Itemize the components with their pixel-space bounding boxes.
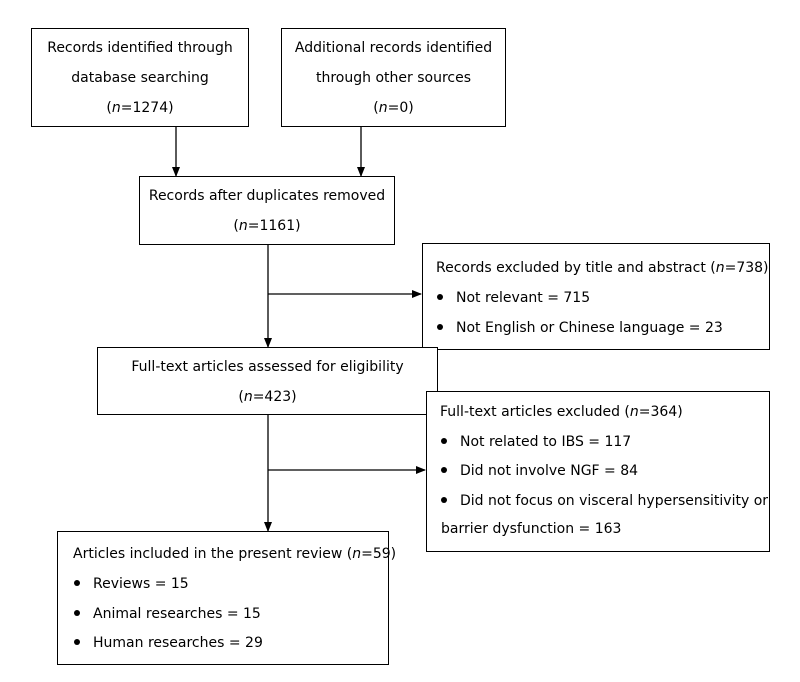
dedup-line1: Records after duplicates removed (148, 188, 386, 204)
excluded-fulltext-item: Did not focus on visceral hypersensitivi… (441, 493, 768, 509)
bullet-dot (74, 580, 80, 586)
other-sources-line2: through other sources (316, 70, 471, 86)
excluded-fulltext-item-continuation: barrier dysfunction = 163 (441, 521, 622, 537)
excluded-title-item: Not English or Chinese language = 23 (437, 320, 723, 336)
other-sources-box: Additional records identified through ot… (281, 28, 506, 127)
excluded-fulltext-item: Did not involve NGF = 84 (441, 463, 638, 479)
bullet-dot (74, 610, 80, 616)
bullet-dot (74, 639, 80, 645)
other-sources-line1: Additional records identified (294, 40, 493, 56)
db-search-box: Records identified through database sear… (31, 28, 249, 127)
dedup-count: (n=1161) (233, 218, 301, 234)
bullet-dot (441, 438, 447, 444)
included-header: Articles included in the present review … (73, 546, 397, 562)
fulltext-line1: Full-text articles assessed for eligibil… (131, 359, 404, 375)
excluded-title-header: Records excluded by title and abstract (… (436, 260, 769, 276)
excluded-title-box: Records excluded by title and abstract (… (422, 243, 770, 350)
included-item: Human researches = 29 (74, 635, 263, 651)
included-item: Animal researches = 15 (74, 606, 261, 622)
other-sources-count: (n=0) (373, 100, 414, 116)
bullet-dot (441, 497, 447, 503)
fulltext-box: Full-text articles assessed for eligibil… (97, 347, 438, 415)
db-search-count: (n=1274) (106, 100, 174, 116)
excluded-fulltext-header: Full-text articles excluded (n=364) (440, 404, 683, 420)
bullet-dot (437, 294, 443, 300)
fulltext-count: (n=423) (238, 389, 297, 405)
db-search-line1: Records identified through (47, 40, 233, 56)
bullet-dot (437, 324, 443, 330)
dedup-box: Records after duplicates removed (n=1161… (139, 176, 395, 245)
bullet-dot (441, 467, 447, 473)
excluded-title-item: Not relevant = 715 (437, 290, 590, 306)
db-search-line2: database searching (71, 70, 209, 86)
included-item: Reviews = 15 (74, 576, 189, 592)
excluded-fulltext-item: Not related to IBS = 117 (441, 434, 631, 450)
included-box: Articles included in the present review … (57, 531, 396, 665)
excluded-fulltext-box: Full-text articles excluded (n=364) Not … (426, 391, 770, 552)
